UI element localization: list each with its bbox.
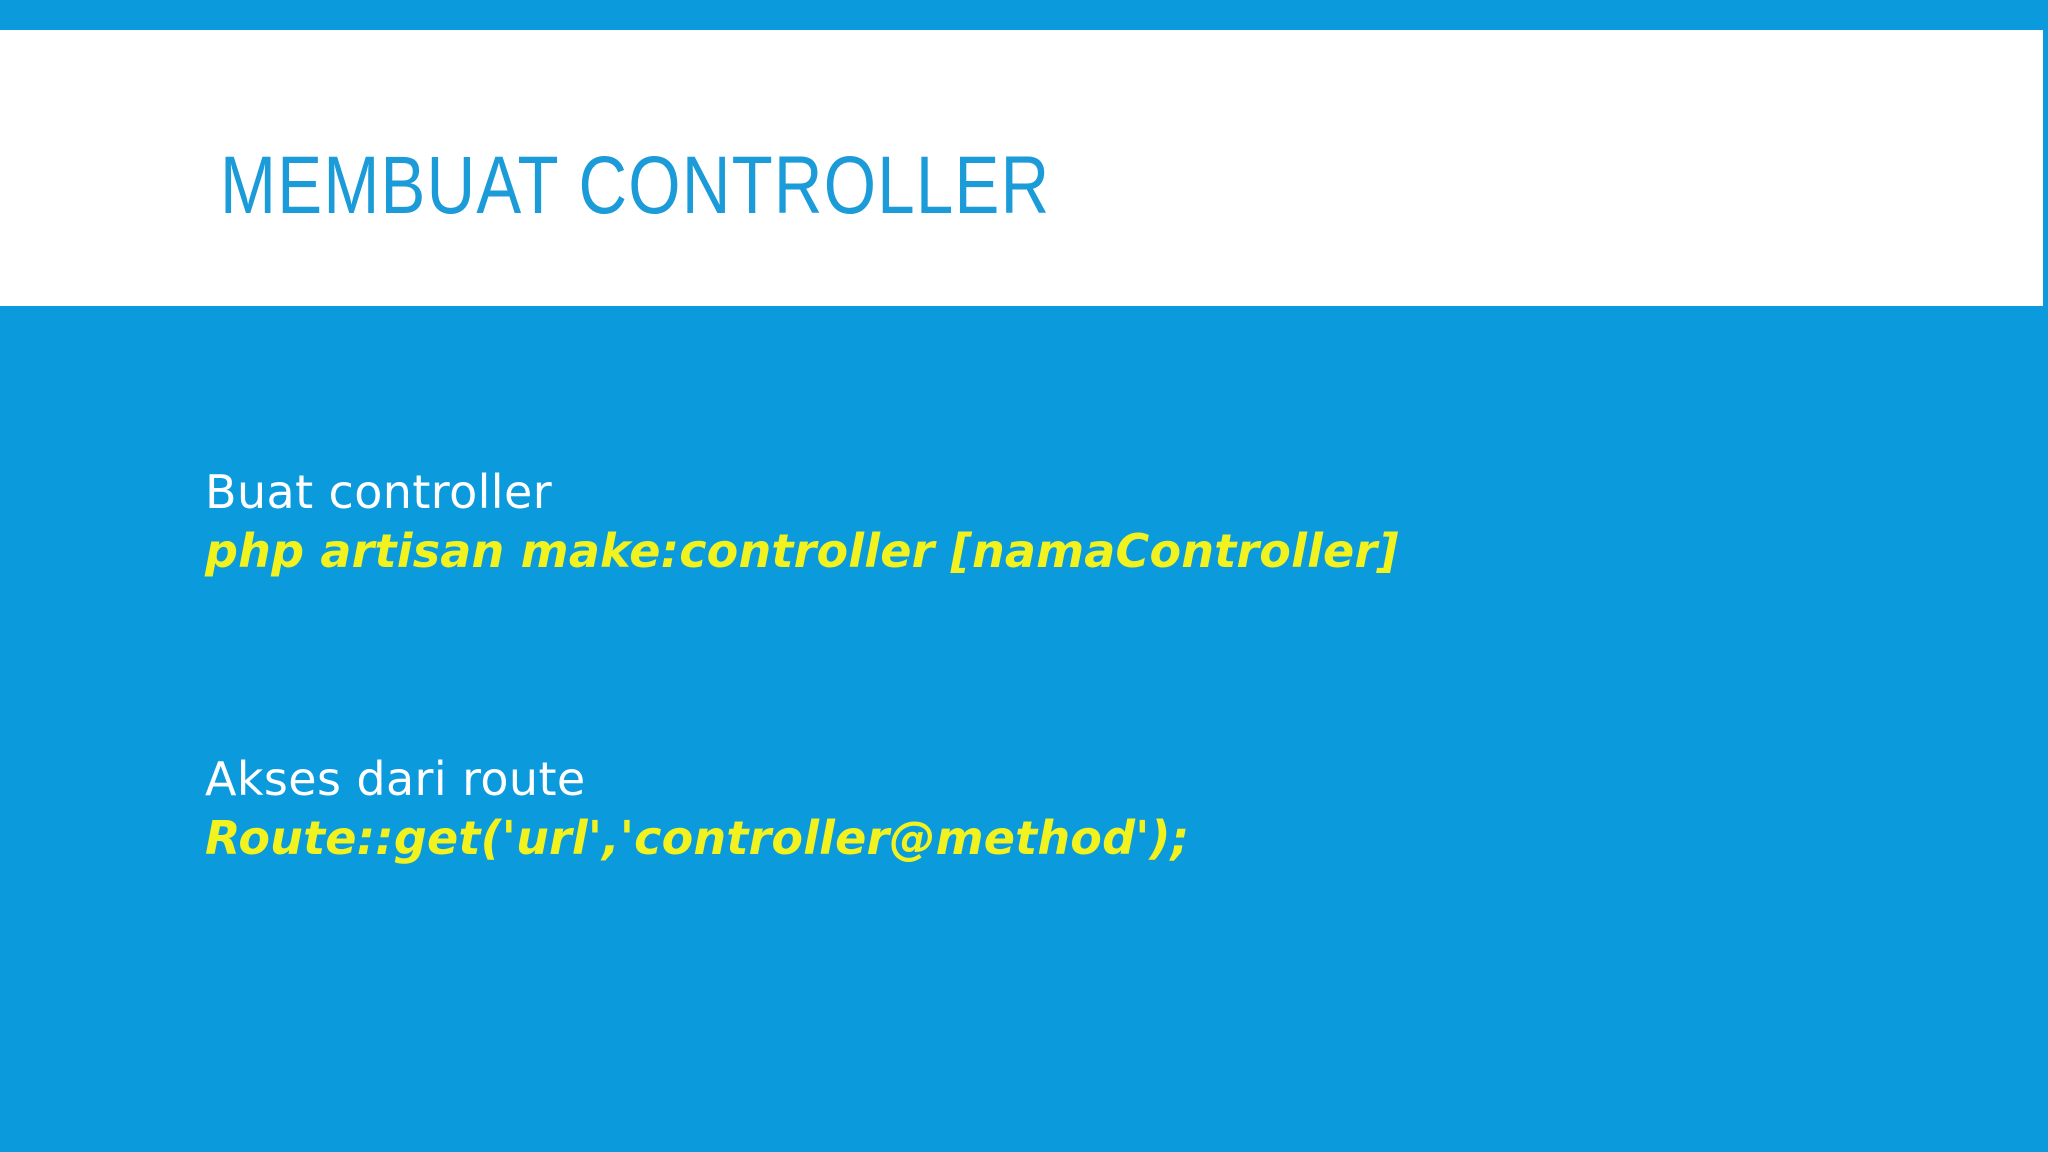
command-snippet-route: Route::get('url','controller@method'); xyxy=(205,811,1190,866)
content-block-create-controller: Buat controller php artisan make:control… xyxy=(205,464,1399,582)
instruction-label-access: Akses dari route xyxy=(205,752,586,806)
slide-body: Buat controller php artisan make:control… xyxy=(0,306,2048,1152)
title-band: MEMBUAT CONTROLLER xyxy=(0,30,2043,306)
command-snippet-create: php artisan make:controller [namaControl… xyxy=(205,524,1399,579)
content-block-access-route: Akses dari route Route::get('url','contr… xyxy=(205,751,1189,869)
top-accent-bar xyxy=(0,0,2048,30)
slide-title: MEMBUAT CONTROLLER xyxy=(220,140,1051,231)
instruction-label-create: Buat controller xyxy=(205,465,553,519)
